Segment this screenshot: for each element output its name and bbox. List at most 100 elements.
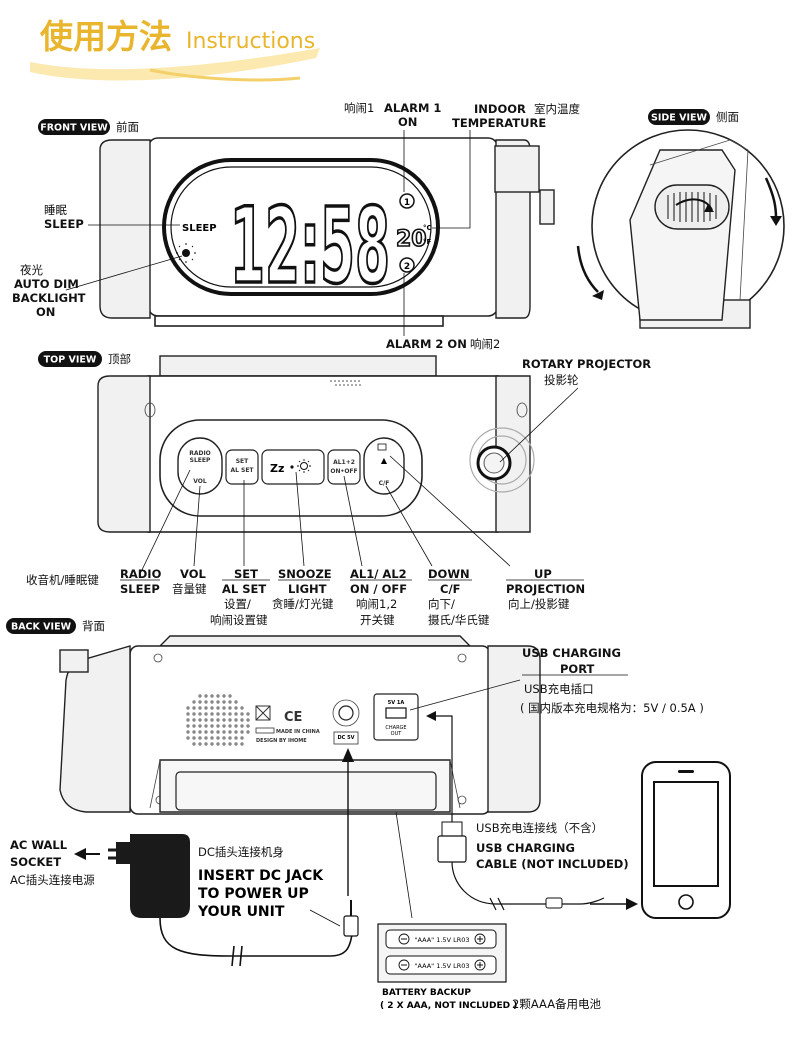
grille-hole xyxy=(186,736,190,740)
grille-hole xyxy=(210,706,214,710)
grille-hole xyxy=(216,694,220,698)
top-view-pill xyxy=(38,351,102,367)
grille-hole xyxy=(198,730,202,734)
battery-door[interactable] xyxy=(159,759,451,813)
leader-up xyxy=(389,455,511,567)
design-by: DESIGN BY IHOME xyxy=(256,738,307,744)
usb-plug xyxy=(441,821,463,837)
grille-hole xyxy=(210,736,214,740)
label-ac1: AC WALL xyxy=(10,838,68,852)
label-radio-en1: RADIO xyxy=(120,567,162,581)
label-rotary-en: ROTARY PROJECTOR xyxy=(522,357,651,371)
leader-al xyxy=(343,475,363,567)
grille-hole xyxy=(216,742,220,746)
front-view-pill xyxy=(38,119,110,135)
battery-cell-2-label: "AAA" 1.5V LR03 xyxy=(414,962,469,970)
label-vol-en: VOL xyxy=(180,567,206,581)
back-projector-stub xyxy=(59,649,89,673)
top-rear-ledge xyxy=(159,355,437,377)
back-top-ledge xyxy=(158,635,472,647)
button-vol-label: VOL xyxy=(193,478,207,485)
label-up-en1: UP xyxy=(534,567,552,581)
grille-hole xyxy=(198,694,202,698)
button-light-icon xyxy=(297,459,311,473)
grille-hole xyxy=(240,712,244,716)
back-view-pill xyxy=(6,618,76,634)
usb-cable-up xyxy=(432,715,453,822)
back-screw-1 xyxy=(153,653,163,663)
label-usb-spec: ( 国内版本充电规格为：5V / 0.5A ) xyxy=(520,701,704,715)
grille-hole xyxy=(186,712,190,716)
screen-alarm2-number: 2 xyxy=(404,262,410,272)
label-battery1: BATTERY BACKUP xyxy=(382,988,471,998)
leader-vol xyxy=(193,485,201,567)
grille-hole xyxy=(228,736,232,740)
top-screw-right xyxy=(516,402,528,418)
label-dc3: YOUR UNIT xyxy=(197,904,285,920)
battery-cell-1-label: "AAA" 1.5V LR03 xyxy=(414,936,469,944)
button-set[interactable] xyxy=(225,449,259,485)
grille-hole xyxy=(216,730,220,734)
grille-hole xyxy=(192,718,196,722)
header-swoosh-line xyxy=(149,68,301,82)
grille-hole xyxy=(216,706,220,710)
front-screen-inner xyxy=(170,166,432,288)
screen-sleep-indicator: SLEEP xyxy=(182,223,217,234)
grille-hole xyxy=(222,712,226,716)
grille-hole xyxy=(222,736,226,740)
label-alarm1-en2: ON xyxy=(398,115,417,129)
side-arrow-left-head xyxy=(592,290,604,300)
front-screen xyxy=(162,158,440,296)
label-usb-cable1: USB CHARGING xyxy=(476,841,575,855)
screen-alarm1-icon xyxy=(399,193,415,209)
label-down-cn2: 摄氏/华氏键 xyxy=(428,613,490,627)
screen-time: 12:58 xyxy=(230,185,390,307)
button-radio-label: RADIO xyxy=(189,450,211,457)
grille-hole xyxy=(240,742,244,746)
speaker-grille xyxy=(186,694,250,746)
button-alarm-onoff[interactable] xyxy=(327,449,361,485)
button-up-down[interactable] xyxy=(363,437,405,495)
leader-snooze xyxy=(295,471,305,567)
label-snooze-en1: SNOOZE xyxy=(278,567,332,581)
dc-jack[interactable] xyxy=(338,705,354,721)
button-radio-vol[interactable] xyxy=(177,437,223,495)
usb-to-phone-arrowhead xyxy=(626,898,638,910)
grille-hole xyxy=(234,718,238,722)
usb-port[interactable] xyxy=(385,707,407,719)
grille-hole xyxy=(228,730,232,734)
label-radio-cn: 收音机/睡眠键 xyxy=(26,573,99,587)
front-view-title: FRONT VIEW xyxy=(40,123,108,134)
grille-hole xyxy=(228,718,232,722)
grille-hole xyxy=(216,736,220,740)
label-al-en2: ON / OFF xyxy=(350,582,407,596)
leader-dim xyxy=(65,255,183,291)
barcode-box xyxy=(255,727,275,734)
front-left-cap xyxy=(99,139,151,319)
top-view-title: TOP VIEW xyxy=(44,355,97,366)
label-indoor2: TEMPERATURE xyxy=(452,116,546,130)
grille-hole xyxy=(216,724,220,728)
dc-label: DC 5V xyxy=(338,735,355,741)
ac-adapter xyxy=(130,834,190,918)
label-down-cn1: 向下/ xyxy=(428,597,455,611)
side-arrow-right xyxy=(764,177,778,219)
side-view-title: SIDE VIEW xyxy=(651,113,707,124)
grille-hole xyxy=(186,724,190,728)
label-ac-cn: AC插头连接电源 xyxy=(10,873,95,887)
usb-charge-label2: OUT xyxy=(391,731,403,737)
grille-hole xyxy=(198,724,202,728)
label-usb-cable2: CABLE (NOT INCLUDED) xyxy=(476,857,629,871)
label-dim-cn: 夜光 xyxy=(20,263,43,277)
dc-cable xyxy=(159,917,353,957)
usb-charge-label1: CHARGE xyxy=(385,725,406,731)
weee-icon xyxy=(255,705,271,721)
label-indoor1: INDOOR xyxy=(474,102,526,116)
side-arrow-left xyxy=(576,245,599,293)
button-onoff-label: ON•OFF xyxy=(330,468,357,475)
leader-down xyxy=(385,485,433,567)
label-indoor-cn: 室内温度 xyxy=(534,102,580,116)
grille-hole xyxy=(234,706,238,710)
grille-hole xyxy=(210,718,214,722)
back-view-title-cn: 背面 xyxy=(82,619,105,633)
